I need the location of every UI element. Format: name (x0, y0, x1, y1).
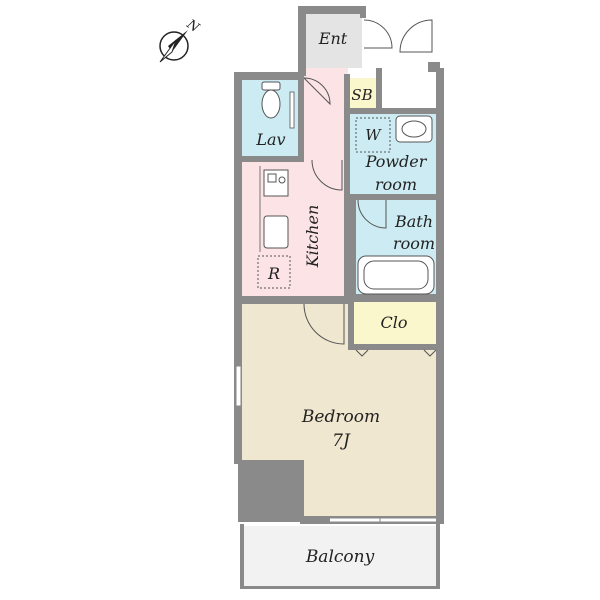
powder-room-label-1: Powder (365, 152, 428, 171)
bedroom-window (235, 365, 242, 407)
doors (303, 19, 437, 357)
closet-area (354, 302, 436, 344)
column-block (238, 460, 304, 522)
closet-door-right (423, 349, 437, 357)
bathtub-icon (357, 255, 435, 295)
washer-icon (355, 117, 391, 153)
bedroom-door (303, 303, 345, 345)
stove-icon (263, 169, 289, 197)
bedroom-label-1: Bedroom (301, 407, 380, 427)
bedroom-label-2: 7J (332, 431, 351, 451)
closet-door-left (355, 349, 369, 357)
bedroom-area (242, 302, 436, 520)
bathroom-label-1: Bath (394, 212, 433, 231)
lav-door (303, 77, 331, 106)
entry-door (363, 19, 393, 49)
kitchen-sink-icon (263, 215, 289, 249)
balcony-area (242, 526, 438, 586)
entrance-area (304, 10, 362, 68)
sink-icon (395, 115, 433, 143)
powder-room-label-2: room (375, 175, 417, 194)
toilet-icon (261, 81, 281, 119)
bath-door (357, 199, 387, 229)
shoe-box-area (348, 78, 378, 110)
entry-door-2 (399, 19, 433, 53)
entrance-label: Ent (318, 29, 348, 48)
bathroom-label-2: room (393, 234, 435, 253)
refrigerator-icon (257, 255, 291, 289)
washer-label: W (365, 126, 382, 144)
powder-door (311, 159, 343, 191)
storage-area (380, 70, 436, 110)
shoe-box-label: SB (351, 86, 372, 104)
refrigerator-label: R (267, 264, 280, 283)
towel-rack-icon (289, 91, 295, 129)
closet-label: Clo (381, 313, 408, 332)
balcony-label: Balcony (305, 547, 375, 567)
north-arrow-icon: N (159, 16, 202, 63)
kitchen-label: Kitchen (303, 205, 322, 269)
compass-label: N (183, 16, 202, 36)
lavatory-label: Lav (255, 130, 285, 149)
